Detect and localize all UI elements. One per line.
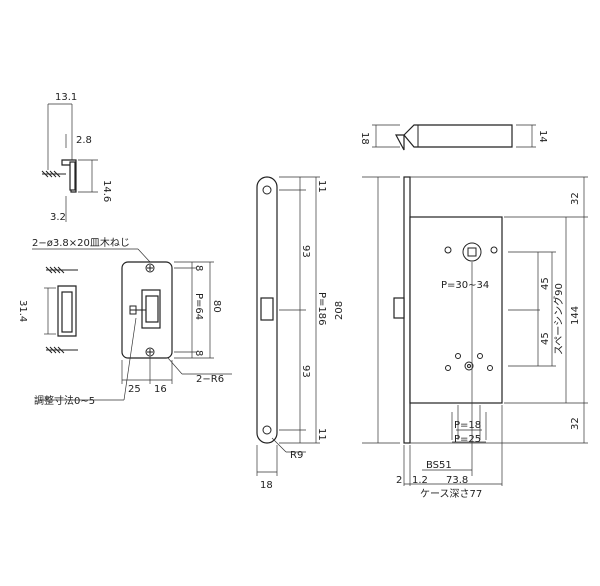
lock-case-side-view: P=30∼34 P=18 P=25 208 32 144 32 [334,176,588,500]
faceplate-radius-label: R9 [290,450,303,461]
strike-width-16-label: 16 [154,384,167,395]
spacing-label: スペーシング90 [552,283,565,355]
strike-radius-label: 2−R6 [196,374,224,385]
case-bottom-label: 32 [570,417,581,430]
phillips-head-icon [147,349,153,355]
strike-offset-label: 3.2 [50,212,66,223]
dim-73-8-label: 73.8 [446,475,468,486]
dim-2-label: 2 [396,475,402,486]
strike-margin-top-label: 8 [193,265,204,271]
strike-margin-bottom-label: 8 [193,350,204,356]
wood-screw-icon [45,346,78,354]
case-top-label: 32 [570,192,581,205]
screw-spec-label: 2−ø3.8×20皿木ねじ [32,237,130,249]
latch-width-label: 14 [537,130,548,143]
phillips-head-icon [147,265,153,271]
case-middle-label: 144 [570,306,581,325]
faceplate-pitch-label: P=186 [316,292,327,326]
strike-box-depth-label: 31.4 [17,300,28,322]
wood-screw-icon [41,170,66,178]
faceplate-lower-label: 93 [300,365,311,378]
cyl-pitch-18-label: P=18 [454,420,481,431]
backset-label: BS51 [426,460,452,471]
spindle-pitch-label: P=30∼34 [441,280,489,291]
dim-1-2-label: 1.2 [412,475,428,486]
faceplate-top-margin-label: 11 [316,180,327,193]
strike-lip-label: 2.8 [76,135,92,146]
strike-pitch-label: P=64 [193,293,204,320]
wood-screw-icon [45,266,78,274]
strike-front-view: 2−ø3.8×20皿木ねじ 31.4 [17,237,232,407]
case-height-label: 208 [334,301,345,320]
spacing-lower-label: 45 [540,332,551,345]
faceplate-upper-label: 93 [300,245,311,258]
strike-height-label: 14.6 [101,180,112,202]
faceplate-width-label: 18 [260,480,273,491]
faceplate-front-view: 11 93 P=186 93 11 R9 18 [256,176,327,491]
strike-length-label: 80 [211,300,222,313]
spacing-upper-label: 45 [540,277,551,290]
strike-side-view: 13.1 2.8 14.6 3.2 [41,92,112,223]
latch-top-view: 18 14 [359,124,548,151]
adjustment-label: 調整寸法0∼5 [34,394,95,407]
strike-thickness-label: 13.1 [55,92,77,103]
faceplate-bottom-margin-label: 11 [316,428,327,441]
strike-width-25-label: 25 [128,384,141,395]
latch-height-label: 18 [359,132,370,145]
case-depth-label: ケース深さ77 [420,488,482,500]
cyl-pitch-25-label: P=25 [454,434,481,445]
